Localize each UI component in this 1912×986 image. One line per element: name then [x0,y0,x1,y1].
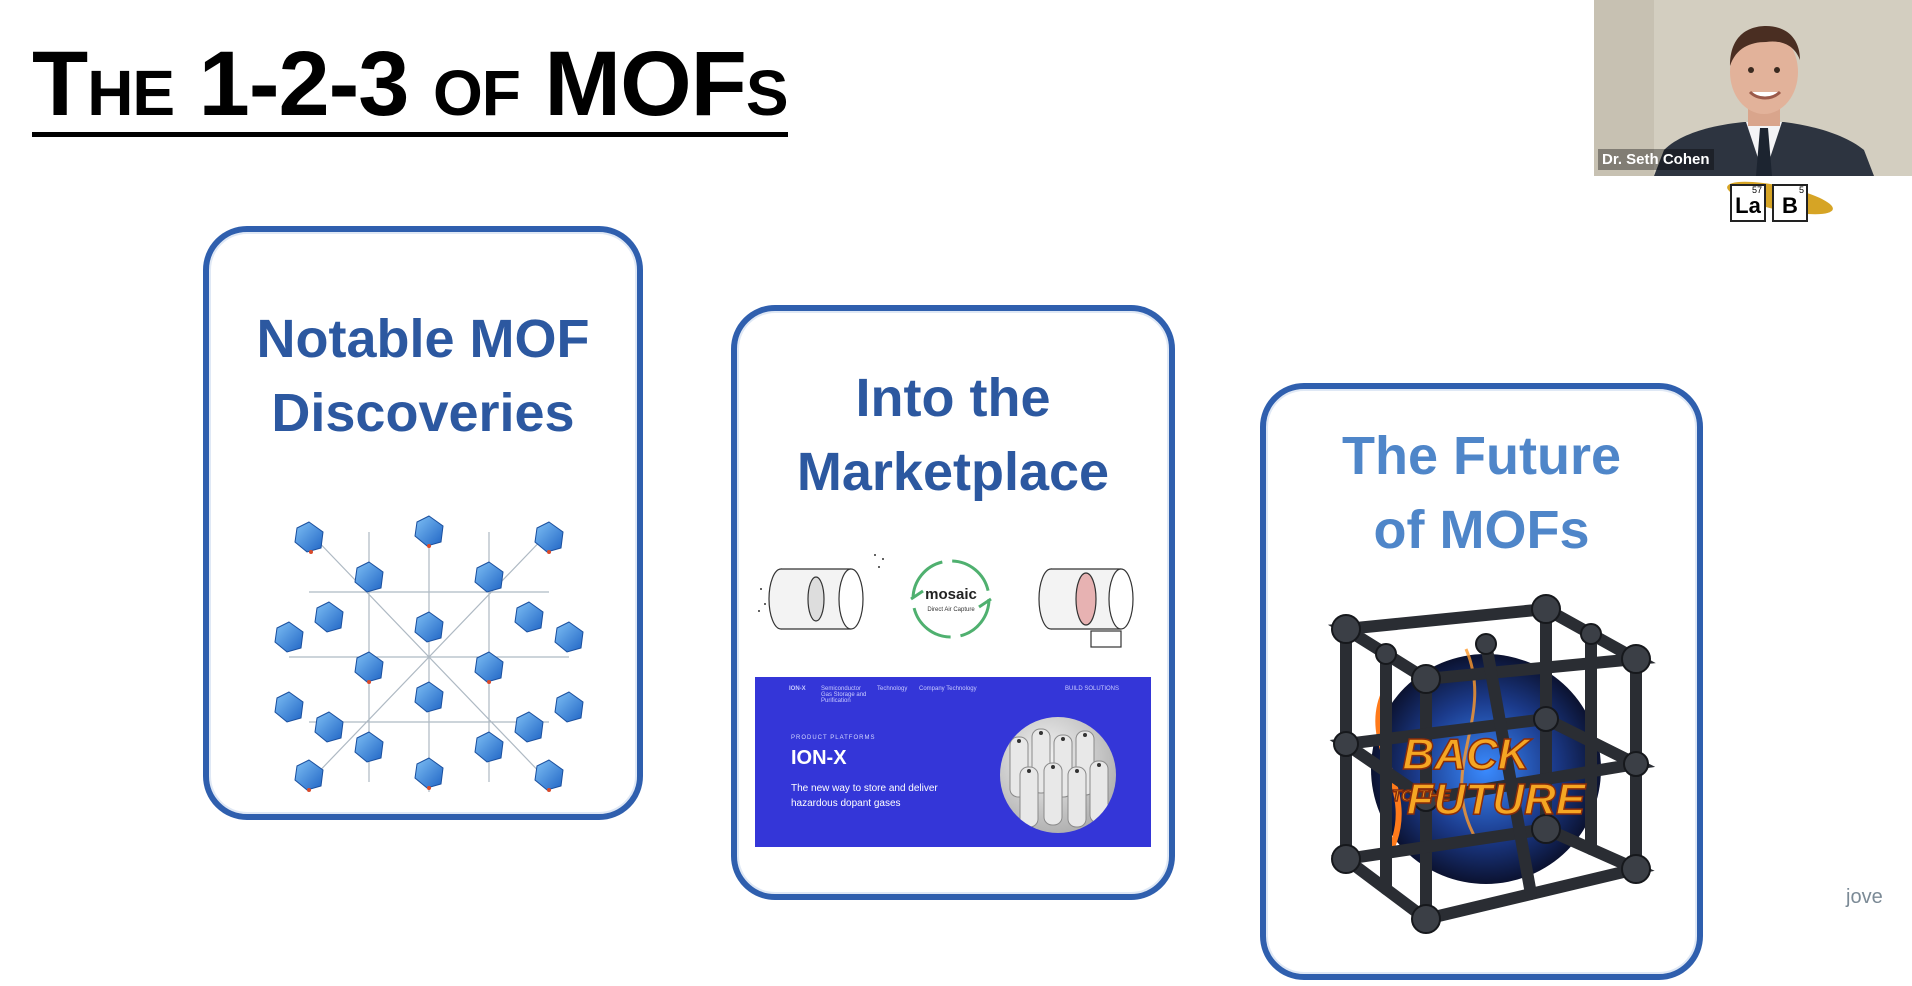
ion-x-nav: ION-X Semiconductor Gas Storage and Puri… [755,677,1151,705]
element-symbol: B [1782,193,1798,218]
element-box-b: B 5 [1772,184,1808,222]
ion-x-kicker: PRODUCT PLATFORMS [791,735,876,741]
card-notable-mof-discoveries: Notable MOF Discoveries [203,226,643,820]
card-title-line: Into the [855,368,1051,428]
lab-logo: La 57 B 5 [1720,178,1836,228]
slide-title: The 1-2-3 of MOFs [32,33,789,137]
card-title: Notable MOF Discoveries [209,302,637,450]
element-number: 5 [1798,185,1804,195]
card-title-line: Discoveries [271,383,575,443]
card-the-future-of-mofs: The Future of MOFs BACK TO THE FUTUR [1260,383,1703,980]
ion-x-product-name: ION-X [791,747,847,769]
speaker-name-label: Dr. Seth Cohen [1598,149,1714,170]
bttf-logo-line: TO THE [1392,788,1452,805]
speaker-webcam-feed: Dr. Seth Cohen [1594,0,1912,176]
mosaic-subtitle: Direct Air Capture [927,607,975,613]
element-number: 57 [1751,185,1762,195]
card-title: The Future of MOFs [1266,419,1697,567]
bttf-logo-line: FUTURE [1407,775,1587,824]
ion-x-logo: ION-X [789,686,806,692]
card-into-the-marketplace: Into the Marketplace mosaic Direct Air C… [731,305,1175,900]
card-title-line: The Future [1342,426,1621,486]
back-to-the-future-mof-cube-image: BACK TO THE FUTURE [1327,594,1656,934]
element-symbol: La [1735,193,1761,218]
ion-x-nav-item: BUILD SOLUTIONS [1065,686,1120,692]
mof-crystal-structure-image [274,515,584,792]
ion-x-nav-item: Company Technology [919,686,977,692]
ion-x-nav-item: Semiconductor Gas Storage and Purificati… [821,686,867,704]
ion-x-tagline: The new way to store and deliver hazardo… [791,783,938,809]
gas-cylinders-image [1000,717,1116,833]
bttf-logo-line: BACK [1402,730,1532,779]
mosaic-brand: mosaic [925,586,977,603]
mosaic-dac-diagram: mosaic Direct Air Capture [758,554,1134,648]
ion-x-nav-item: Technology [877,686,908,692]
element-box-la: La 57 [1730,184,1766,222]
jove-watermark: jove [1846,886,1883,908]
card-title: Into the Marketplace [737,361,1169,509]
card-title-line: Notable MOF [256,309,590,369]
card-title-line: of MOFs [1373,500,1590,560]
speaker-video [1594,0,1912,176]
card-title-line: Marketplace [796,442,1110,502]
ion-x-website-screenshot: ION-X Semiconductor Gas Storage and Puri… [755,677,1151,847]
